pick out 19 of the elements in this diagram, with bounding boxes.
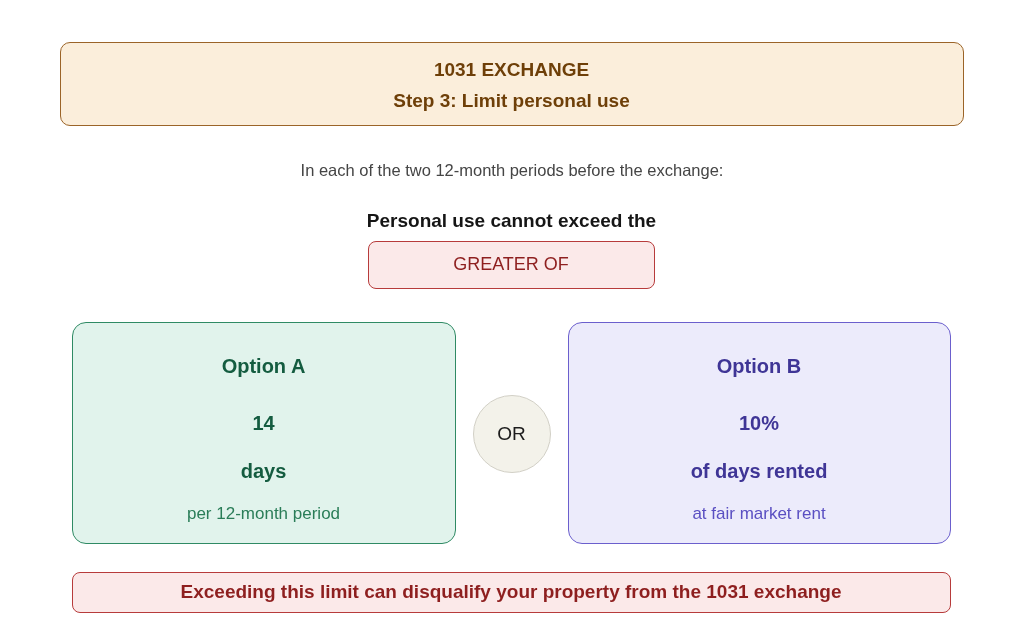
or-text: OR <box>497 422 526 445</box>
option-card <box>568 322 951 544</box>
option-note: per 12-month period <box>186 503 341 524</box>
rule-text: Personal use cannot exceed the <box>366 209 657 233</box>
warning-text: Exceeding this limit can disqualify your property from the 1031 exchange <box>180 580 842 604</box>
option-unit: days <box>240 458 287 483</box>
heading-text: 1031 EXCHANGE <box>433 58 590 81</box>
option-note: at fair market rent <box>692 503 826 524</box>
option-title: Option B <box>716 353 802 378</box>
option-value: 14 <box>252 410 275 435</box>
warning-banner <box>72 572 951 613</box>
option-value: 10% <box>739 410 779 435</box>
header-banner <box>60 42 964 126</box>
subheading-text: Step 3: Limit personal use <box>393 89 630 112</box>
emphasis-text: GREATER OF <box>453 253 569 276</box>
option-card <box>72 322 456 544</box>
option-unit: of days rented <box>690 458 828 483</box>
option-title: Option A <box>221 353 306 378</box>
intro-text: In each of the two 12-month periods before the exchange: <box>300 161 724 181</box>
